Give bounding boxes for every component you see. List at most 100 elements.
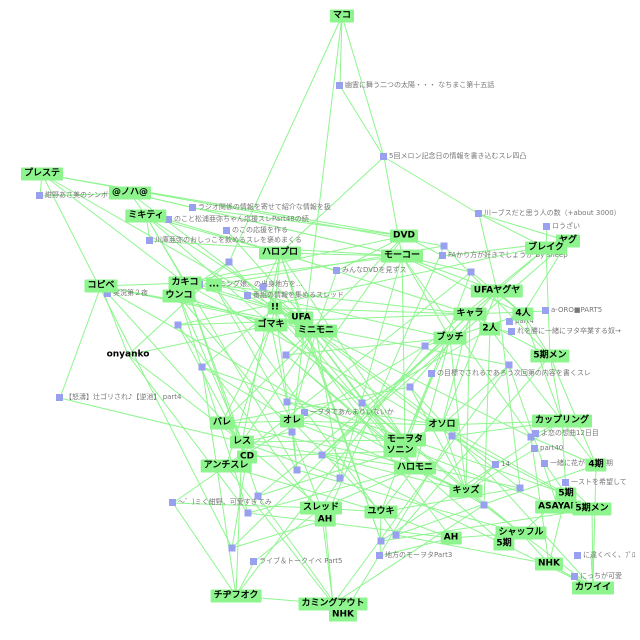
document-label[interactable]: part40 <box>531 444 563 453</box>
keyword-node-presute[interactable]: プレステ <box>20 167 64 181</box>
document-label[interactable]: 一緒に花が咲く時期 <box>541 459 613 468</box>
keyword-node-bare[interactable]: バレ <box>209 416 235 430</box>
keyword-node-gomaki[interactable]: ゴマキ <box>254 318 288 332</box>
document-label[interactable]: の目標でされるであろう次回第の内容を書くスレ <box>428 369 591 378</box>
keyword-node-bucchi[interactable]: ブッチ <box>433 331 467 345</box>
keyword-node-ufa_yagu[interactable]: UFAヤグヤ <box>470 284 524 298</box>
document-marker[interactable] <box>505 361 513 369</box>
document-label[interactable]: 〜゛)ミく紺野、可愛すぎてみ <box>169 498 272 507</box>
document-marker[interactable] <box>254 492 262 500</box>
keyword-node-gokimen[interactable]: 5期メン <box>572 502 612 516</box>
document-label[interactable]: 一ストを希望して <box>562 478 627 487</box>
document-label[interactable]: よ恋の想曲12日目 <box>532 429 599 438</box>
keyword-node-sonin[interactable]: ソニン <box>383 444 417 458</box>
document-marker[interactable] <box>293 466 301 474</box>
keyword-node-nhk1[interactable]: NHK <box>534 557 564 571</box>
keyword-node-ah2[interactable]: AH <box>440 531 462 545</box>
document-label[interactable]: 地方のモーヲタPart3 <box>376 551 452 560</box>
document-label[interactable]: ラジオ関係の情報を寄せて紹介な情報を扱 <box>189 203 331 212</box>
document-marker[interactable] <box>336 474 344 482</box>
document-label[interactable]: に違くべく、ﾌﾟﾛ <box>574 551 636 560</box>
document-marker[interactable] <box>174 321 182 329</box>
keyword-node-kopibe[interactable]: コピベ <box>84 279 118 293</box>
keyword-node-ufa[interactable]: UFA <box>288 311 314 325</box>
document-label[interactable]: ライブ＆トークイベ Part5 <box>250 557 343 566</box>
keyword-node-nhk2[interactable]: NHK <box>328 608 358 622</box>
document-marker[interactable] <box>392 531 400 539</box>
keyword-node-dvd[interactable]: DVD <box>390 229 418 243</box>
document-label[interactable]: 幽霊に舞う二つの太陽・・・ なちまこ第十五話 <box>336 81 494 90</box>
keyword-node-ore[interactable]: オレ <box>279 414 305 428</box>
document-label[interactable]: 14 <box>492 460 510 469</box>
keyword-node-excl[interactable]: !! <box>267 301 283 315</box>
keyword-node-goki[interactable]: 5期 <box>555 487 577 501</box>
document-label[interactable]: のこと松浦亜弥ちゃん応援スレPart48の続 <box>165 215 309 224</box>
document-label[interactable]: のこの応援を作る <box>223 226 288 235</box>
keyword-node-dots1[interactable]: ... <box>205 278 223 292</box>
keyword-node-nonoha[interactable]: @ノハ@ <box>108 186 152 200</box>
keyword-node-kappuringu[interactable]: カップリング <box>531 414 593 428</box>
keyword-node-moko[interactable]: モーコー <box>380 249 424 263</box>
keyword-node-gomen[interactable]: 5期メン <box>530 349 570 363</box>
keyword-node-asayan[interactable]: ASAYAN <box>535 500 581 514</box>
keyword-node-haromoni[interactable]: ハロモニ <box>393 461 437 475</box>
keyword-node-shaffuru[interactable]: シャッフル <box>495 526 547 540</box>
keyword-node-mikitei[interactable]: ミキティ <box>125 209 167 223</box>
keyword-node-onyanko[interactable]: onyanko <box>106 349 150 360</box>
document-marker[interactable] <box>421 342 429 350</box>
document-label[interactable]: 実況第２夜 <box>104 289 148 298</box>
document-marker[interactable] <box>448 432 456 440</box>
keyword-node-yonin[interactable]: 4人 <box>512 307 534 321</box>
keyword-node-kamingu[interactable]: カミングアウト <box>298 597 368 611</box>
keyword-node-yonki[interactable]: 4期 <box>585 458 607 472</box>
document-label[interactable]: みんなDVDを見ずス <box>333 266 406 275</box>
keyword-node-chifuoku[interactable]: チヂフオク <box>210 589 262 603</box>
document-marker[interactable] <box>318 451 326 459</box>
document-marker[interactable] <box>244 509 252 517</box>
document-marker[interactable] <box>527 433 535 441</box>
keyword-node-anchisure[interactable]: アンチスレ <box>200 459 252 473</box>
keyword-node-osoro[interactable]: オソロ <box>425 418 459 432</box>
keyword-node-monota[interactable]: モーヲタ <box>383 433 427 447</box>
document-label[interactable]: FAかり方が好きでしょうか By sheep <box>439 251 568 260</box>
keyword-node-goki2[interactable]: 5期 <box>493 537 515 551</box>
document-label[interactable]: にっちが可愛 <box>571 572 622 581</box>
document-label[interactable]: ロうざい <box>543 222 580 231</box>
keyword-node-futari[interactable]: 2人 <box>479 322 501 336</box>
keyword-node-ah1[interactable]: AH <box>314 513 336 527</box>
keyword-node-sureddo[interactable]: スレッド <box>299 501 343 515</box>
document-label[interactable]: part4 <box>506 317 534 326</box>
document-marker[interactable] <box>259 283 267 291</box>
document-marker[interactable] <box>377 537 385 545</box>
document-label[interactable]: 一ヲタであんまりいないか <box>301 408 394 417</box>
document-marker[interactable] <box>358 399 366 407</box>
document-marker[interactable] <box>440 242 448 250</box>
document-marker[interactable] <box>282 351 290 359</box>
document-label[interactable]: 紺野あさ美のシンボルコスレ <box>36 191 136 200</box>
document-label[interactable]: 番組の情報を集めるスレッド <box>244 291 344 300</box>
keyword-node-mako[interactable]: マコ <box>329 9 355 23</box>
document-label[interactable]: 【怒濤】辻ゴリされ♪【逆池】 part4 <box>56 393 182 402</box>
document-label[interactable]: れを勝に一緒にヲタ卒業する奴→ <box>508 327 621 336</box>
document-marker[interactable] <box>467 268 475 276</box>
document-label[interactable]: 5回メロン記念日の情報を書き込むスレ四凸 <box>380 152 526 161</box>
keyword-node-bureiku[interactable]: ブレイク <box>525 241 567 255</box>
document-marker[interactable] <box>288 428 296 436</box>
keyword-node-kyara[interactable]: キャラ <box>453 307 487 321</box>
keyword-node-kakiko[interactable]: カキコ <box>168 276 202 290</box>
keyword-node-resu[interactable]: レス <box>229 435 255 449</box>
document-marker[interactable] <box>283 398 291 406</box>
document-label[interactable]: a-ORO■PART5 <box>542 306 602 315</box>
document-label[interactable]: 川庫亜弥のおしっこを飲めるスレを褒めまくる <box>146 236 302 245</box>
document-marker[interactable] <box>406 383 414 391</box>
document-marker[interactable] <box>516 484 524 492</box>
keyword-node-haropuro[interactable]: ハロプロ <box>258 246 302 260</box>
document-marker[interactable] <box>228 544 236 552</box>
keyword-node-yuki[interactable]: ユウキ <box>364 505 398 519</box>
document-label[interactable]: 川ーブスだと思う人の数（+about 3000） <box>475 209 621 218</box>
keyword-node-kawaii[interactable]: カワイイ <box>571 581 615 595</box>
keyword-node-minimoni[interactable]: ミニモニ <box>294 324 338 338</box>
document-marker[interactable] <box>225 258 233 266</box>
keyword-node-unko[interactable]: ウンコ <box>162 289 196 303</box>
document-marker[interactable] <box>198 363 206 371</box>
